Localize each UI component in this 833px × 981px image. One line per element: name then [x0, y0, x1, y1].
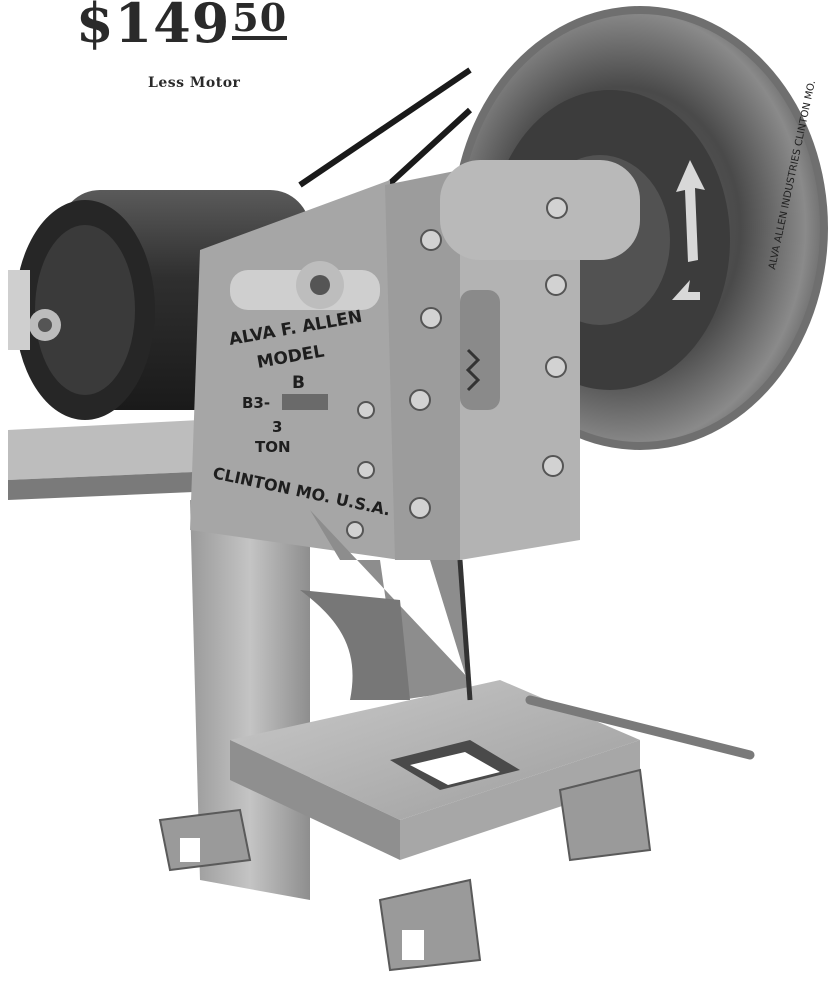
svg-text:3: 3 [272, 418, 282, 436]
price-dollars: $149 [76, 0, 231, 55]
svg-text:TON: TON [255, 438, 291, 456]
frame-bolts [346, 197, 568, 539]
press-feet [158, 768, 652, 972]
motor-base [8, 420, 240, 480]
price-tag: $14950 [76, 0, 288, 55]
crankshaft-assembly [230, 160, 640, 410]
svg-text:B3-: B3- [242, 394, 270, 412]
treadle-rod [525, 695, 755, 760]
rotation-arrow-icon [676, 160, 705, 262]
svg-text:B: B [292, 373, 305, 393]
price-cents: 50 [232, 0, 288, 40]
bolster-table [230, 680, 640, 860]
price-note: Less Motor [148, 75, 241, 91]
